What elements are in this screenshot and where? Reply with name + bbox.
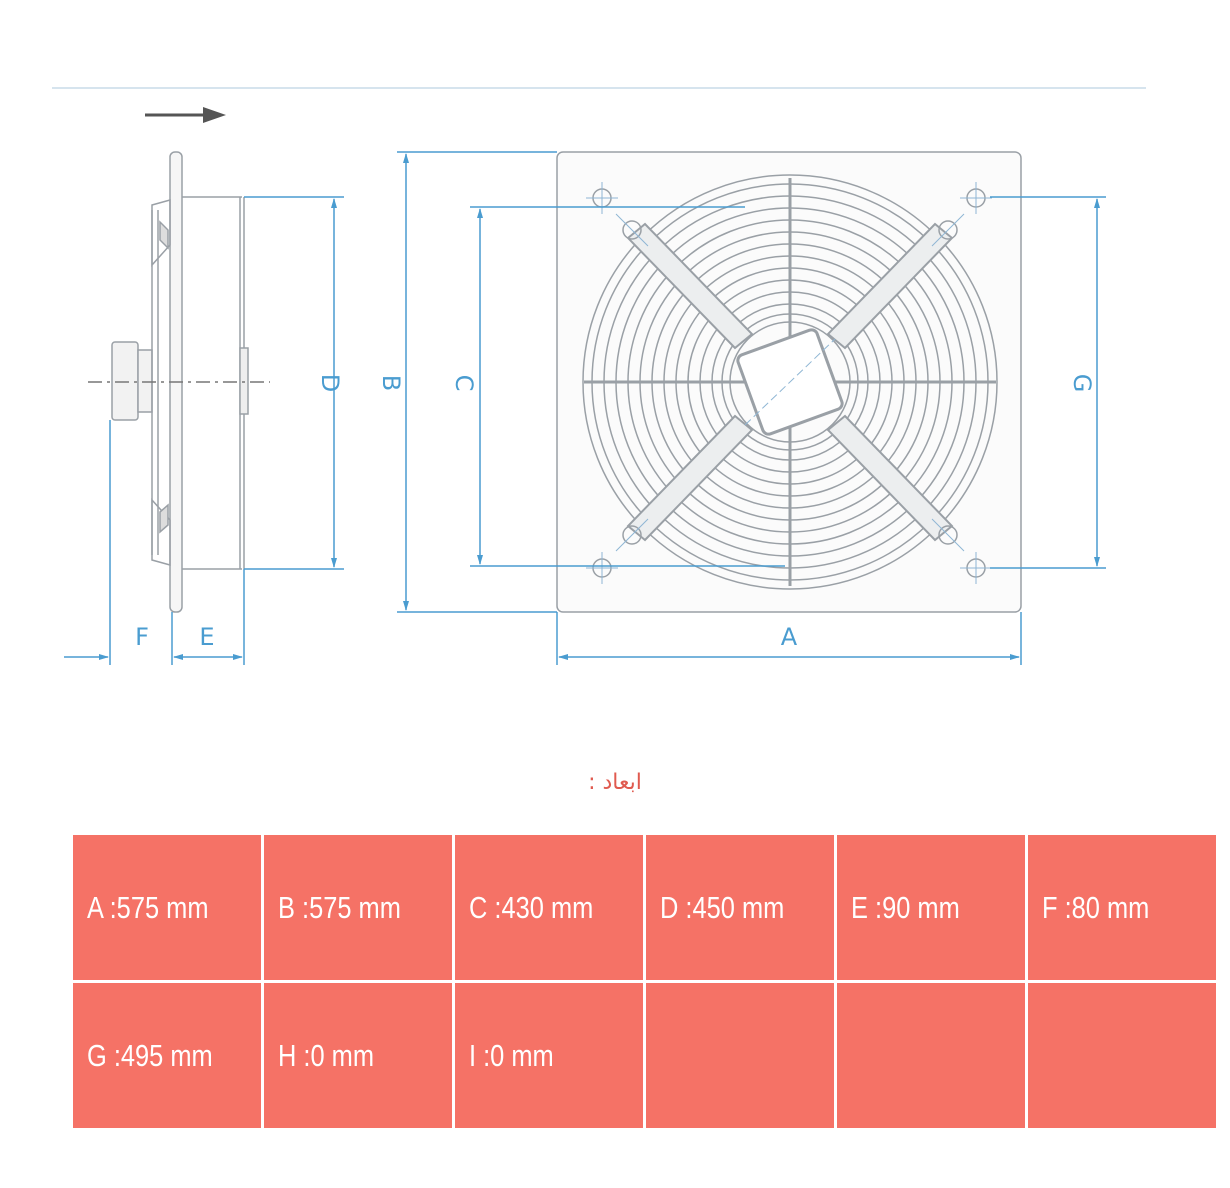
dimension-G: [990, 196, 1106, 569]
table-cell: A :575 mm: [73, 835, 261, 980]
table-row: G :495 mm H :0 mm I :0 mm: [73, 983, 1216, 1128]
table-cell: H :0 mm: [264, 983, 452, 1128]
dimension-D: [244, 196, 344, 570]
dimension-A: [556, 612, 1022, 665]
dimension-B: [397, 151, 557, 613]
table-cell: [1028, 983, 1216, 1128]
fan-front-view: [556, 151, 1022, 613]
airflow-arrow-icon: [145, 107, 226, 123]
fan-side-view: [88, 151, 270, 613]
table-cell: G :495 mm: [73, 983, 261, 1128]
dimension-F-label: F: [135, 623, 149, 651]
dimension-C: [470, 206, 785, 567]
dimensions-heading: ابعاد :: [588, 770, 642, 795]
table-row: A :575 mm B :575 mm C :430 mm D :450 mm …: [73, 835, 1216, 980]
table-cell: [646, 983, 834, 1128]
table-cell: C :430 mm: [455, 835, 643, 980]
table-cell: [837, 983, 1025, 1128]
dimension-D-label: D: [316, 374, 344, 392]
table-cell: D :450 mm: [646, 835, 834, 980]
dimension-B-label: B: [377, 375, 405, 391]
table-cell: I :0 mm: [455, 983, 643, 1128]
dimension-C-label: C: [450, 375, 478, 392]
dimension-G-label: G: [1068, 374, 1096, 393]
table-cell: E :90 mm: [837, 835, 1025, 980]
dimension-E-F: [64, 420, 245, 665]
fan-dimension-drawing: D F E: [52, 87, 1146, 665]
dimensions-table: A :575 mm B :575 mm C :430 mm D :450 mm …: [70, 832, 1219, 1131]
dimension-E-label: E: [199, 623, 214, 651]
table-cell: F :80 mm: [1028, 835, 1216, 980]
table-cell: B :575 mm: [264, 835, 452, 980]
dimension-A-label: A: [781, 623, 798, 651]
